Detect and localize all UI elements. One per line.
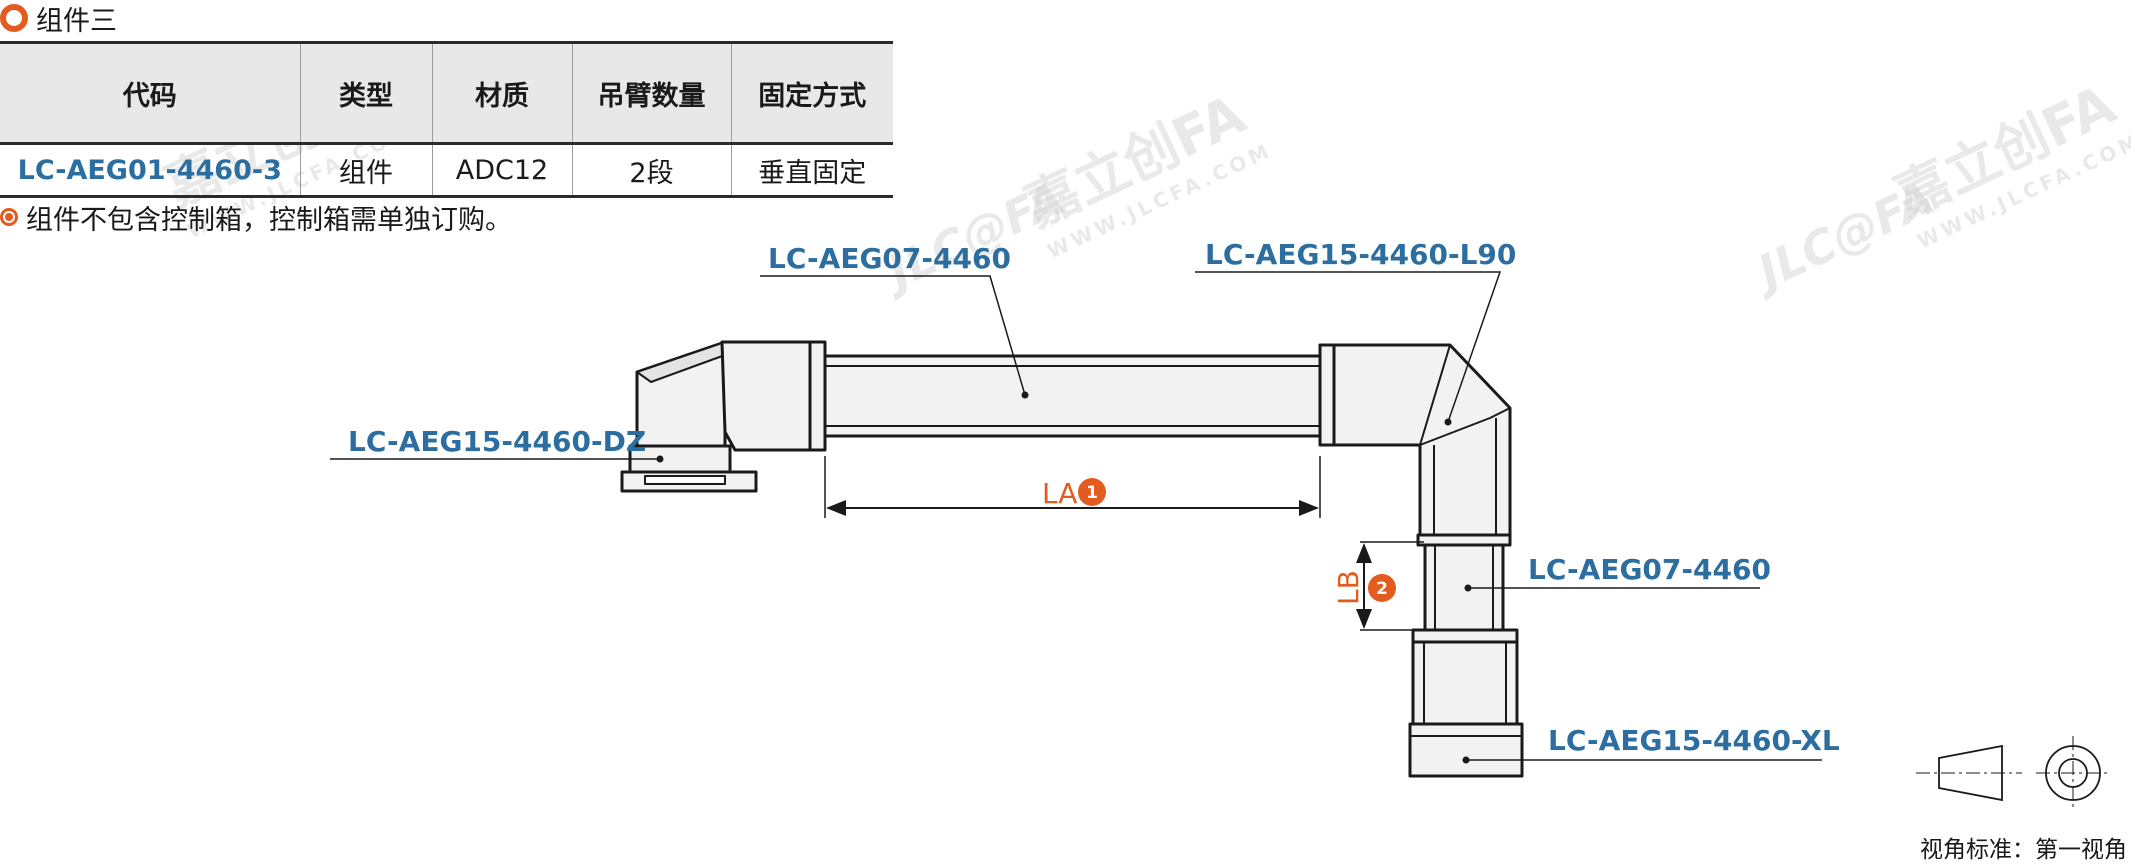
badge-2-text: 2 <box>1376 579 1388 599</box>
section-title: 组件三 <box>0 2 117 37</box>
ring-bullet-icon <box>0 4 28 32</box>
badge-1-text: 1 <box>1086 483 1098 503</box>
label-arm-top: LC-AEG07-4460 <box>768 242 1011 275</box>
arm-top-part <box>823 354 1322 438</box>
cell-arm-count: 2段 <box>572 143 732 198</box>
cell-code[interactable]: LC-AEG01-4460-3 <box>0 143 301 198</box>
target-bullet-icon <box>0 208 18 226</box>
table-row: LC-AEG01-4460-3 组件 ADC12 2段 垂直固定 <box>0 143 893 198</box>
view-standard: 视角标准：第一视角 <box>1920 837 2127 863</box>
header-mounting: 固定方式 <box>731 41 893 145</box>
cell-type: 组件 <box>300 143 433 198</box>
table-header-row: 代码 类型 材质 吊臂数量 固定方式 <box>0 41 893 145</box>
first-angle-projection-icon <box>1916 736 2110 810</box>
note-text: 组件不包含控制箱，控制箱需单独订购。 <box>26 204 512 236</box>
leader-dots <box>656 391 1472 764</box>
bottom-xl-part <box>1408 722 1524 778</box>
header-type: 类型 <box>300 41 433 145</box>
label-base-left: LC-AEG15-4460-DZ <box>348 425 646 458</box>
note: 组件不包含控制箱，控制箱需单独订购。 <box>0 200 512 236</box>
cell-mounting: 垂直固定 <box>731 143 893 198</box>
label-bottom-part: LC-AEG15-4460-XL <box>1548 724 1840 757</box>
spec-table: 代码 类型 材质 吊臂数量 固定方式 LC-AEG01-4460-3 组件 AD… <box>0 41 893 198</box>
badge-1-icon <box>1078 478 1106 506</box>
elbow-l90-part <box>1318 343 1512 547</box>
header-code: 代码 <box>0 41 301 145</box>
dimension-la: LA 1 <box>824 456 1321 518</box>
section-title-text: 组件三 <box>36 5 117 37</box>
header-arm-count: 吊臂数量 <box>572 41 732 145</box>
badge-2-icon <box>1368 574 1396 602</box>
label-arm-vertical: LC-AEG07-4460 <box>1528 553 1771 586</box>
header-material: 材质 <box>432 41 573 145</box>
label-elbow: LC-AEG15-4460-L90 <box>1205 238 1516 271</box>
base-dz-part <box>620 340 827 493</box>
cell-material: ADC12 <box>432 143 573 198</box>
dimension-la-text: LA <box>1042 477 1077 510</box>
leader-lines <box>330 271 1822 761</box>
arm-vertical-part <box>1411 543 1519 726</box>
dimension-lb: LB 2 <box>1332 541 1424 631</box>
dimension-lb-text: LB <box>1332 570 1365 605</box>
